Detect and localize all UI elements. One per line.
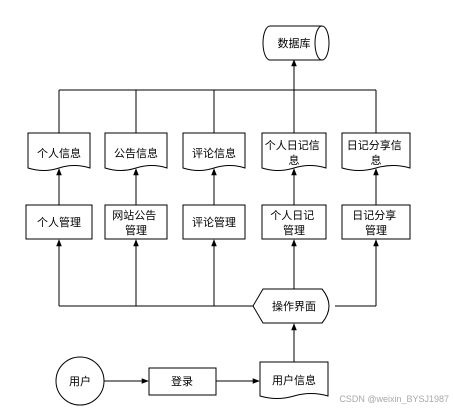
module-diary-share-mgmt-label-line1: 日记分享 xyxy=(352,208,396,222)
module-diary-share-mgmt: 日记分享 管理 xyxy=(341,204,411,240)
module-site-notice-mgmt-label-line2: 管理 xyxy=(125,223,147,237)
document-personal-diary-info: 个人日记信 息 xyxy=(261,132,327,171)
svg-text:日记分享 管理: 日记分享 管理 xyxy=(352,208,400,237)
login-label: 登录 xyxy=(171,374,193,388)
document-diary-share-info-label-line1: 日记分享信 xyxy=(347,138,402,152)
document-notice-info: 公告信息 xyxy=(104,132,168,171)
operation-ui-node: 操作界面 xyxy=(252,288,330,324)
svg-text:网站公告 管理: 网站公告 管理 xyxy=(112,208,160,237)
svg-text:个人信息: 个人信息 xyxy=(37,146,81,160)
database-node: 数据库 xyxy=(262,25,330,61)
module-site-notice-mgmt-label-line1: 网站公告 xyxy=(112,208,156,222)
svg-text:日记分享信 息: 日记分享信 息 xyxy=(347,138,406,167)
module-site-notice-mgmt: 网站公告 管理 xyxy=(104,204,168,240)
document-comment-info-label: 评论信息 xyxy=(192,146,236,160)
module-personal-diary-mgmt: 个人日记 管理 xyxy=(261,204,327,240)
database-connectors xyxy=(58,59,377,133)
operation-to-module-arrows xyxy=(56,239,379,307)
svg-text:评论管理: 评论管理 xyxy=(192,215,236,229)
login-node: 登录 xyxy=(148,367,217,396)
document-personal-info-label: 个人信息 xyxy=(37,146,81,160)
document-user-info: 用户信息 xyxy=(259,361,329,399)
module-comment-mgmt: 评论管理 xyxy=(182,204,246,240)
document-notice-info-label: 公告信息 xyxy=(114,146,158,160)
module-personal-mgmt-label: 个人管理 xyxy=(37,215,81,229)
user-label: 用户 xyxy=(69,374,91,388)
svg-text:公告信息: 公告信息 xyxy=(114,146,158,160)
svg-text:个人日记 管理: 个人日记 管理 xyxy=(270,209,318,237)
document-diary-share-info-label-line2: 息 xyxy=(371,153,382,167)
user-info-label: 用户信息 xyxy=(272,373,316,387)
svg-text:个人管理: 个人管理 xyxy=(37,215,81,229)
watermark: CSDN @weixin_BYSJ1987 xyxy=(339,394,449,404)
module-comment-mgmt-label: 评论管理 xyxy=(192,215,236,229)
document-personal-info: 个人信息 xyxy=(27,132,91,171)
document-comment-info: 评论信息 xyxy=(182,132,246,171)
document-diary-share-info: 日记分享信 息 xyxy=(341,132,411,171)
document-personal-diary-info-label-line1: 个人日记信 xyxy=(265,139,320,152)
module-personal-mgmt: 个人管理 xyxy=(25,204,93,240)
module-personal-diary-mgmt-label-line1: 个人日记 xyxy=(270,209,314,222)
database-label: 数据库 xyxy=(278,36,311,50)
svg-text:评论信息: 评论信息 xyxy=(192,146,236,160)
svg-text:个人日记信 息: 个人日记信 息 xyxy=(265,139,324,167)
user-node: 用户 xyxy=(55,356,105,406)
module-diary-share-mgmt-label-line2: 管理 xyxy=(365,223,387,237)
document-personal-diary-info-label-line2: 息 xyxy=(289,153,300,167)
module-to-document-arrows xyxy=(56,168,379,205)
operation-ui-label: 操作界面 xyxy=(272,299,316,313)
module-personal-diary-mgmt-label-line2: 管理 xyxy=(283,223,305,237)
